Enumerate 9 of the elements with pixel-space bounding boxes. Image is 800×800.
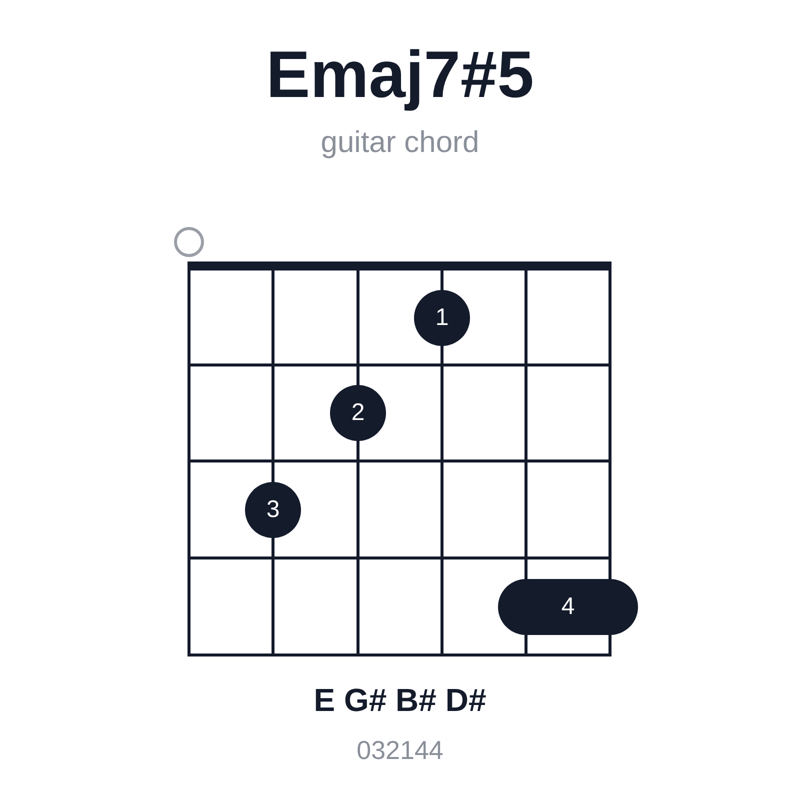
- open-string-circle: [174, 227, 204, 257]
- fingering-code: 032144: [356, 736, 444, 766]
- finger-number: 3: [266, 498, 280, 522]
- chord-title: Emaj7#5: [265, 38, 535, 111]
- finger-number: 2: [351, 401, 365, 425]
- finger-number: 4: [561, 595, 575, 619]
- subtitle: guitar chord: [320, 126, 480, 160]
- finger-number: 1: [435, 306, 449, 330]
- chord-notes: E G# B# D#: [312, 682, 488, 719]
